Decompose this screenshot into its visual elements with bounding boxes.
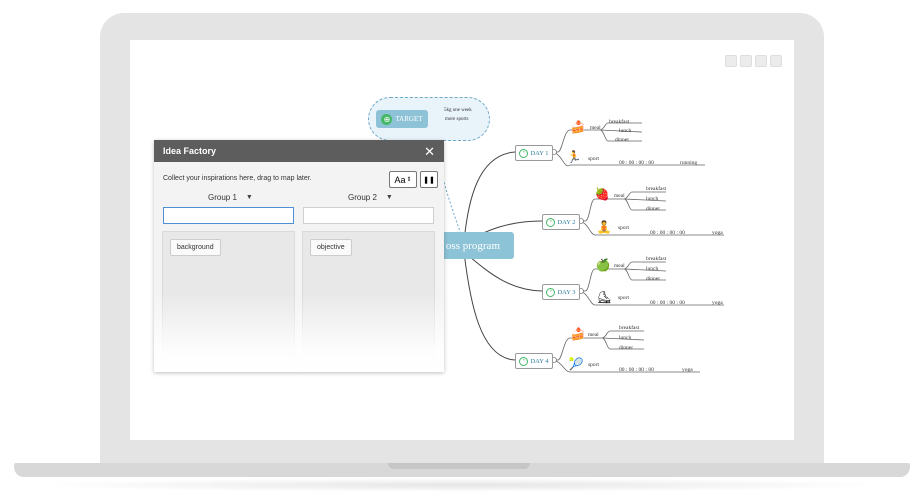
sport-label[interactable]: sport	[588, 156, 599, 162]
day-node-3[interactable]: + DAY 3	[542, 284, 580, 300]
font-size-button[interactable]: Aa ⇕	[389, 171, 417, 188]
group-2-input[interactable]	[303, 207, 434, 224]
activity-label[interactable]: running	[680, 160, 698, 166]
time-readout[interactable]: 00 : 00 : 00 : 00	[619, 367, 654, 373]
sport-label[interactable]: sport	[588, 362, 599, 368]
sport-label[interactable]: sport	[618, 295, 629, 301]
time-readout[interactable]: 00 : 00 : 00 : 00	[619, 160, 654, 166]
connector-day4	[463, 251, 516, 361]
plus-circle-icon: +	[546, 287, 556, 297]
laptop-notch	[388, 463, 530, 469]
yoga-mat-icon: 🧘	[596, 220, 612, 234]
roller-skate-icon: ⛸	[596, 290, 612, 304]
meal-item[interactable]: lunch	[646, 196, 659, 202]
caret-down-icon[interactable]: ▼	[385, 194, 393, 201]
font-button-label: Aa	[394, 174, 406, 185]
meal-label[interactable]: meal	[614, 193, 625, 199]
day-node-1[interactable]: + DAY 1	[515, 145, 553, 161]
meal-item[interactable]: breakfast	[619, 325, 640, 331]
plus-circle-icon: +	[519, 148, 529, 158]
tennis-racket-icon: 🎾	[568, 357, 584, 371]
idea-factory-header[interactable]: Idea Factory ✕	[154, 140, 444, 162]
day-label: DAY 2	[557, 218, 576, 226]
app-screen: ⊕ TARGET 5kg one week more sports oss pr…	[130, 40, 794, 440]
panel-hint: Collect your inspirations here, drag to …	[163, 175, 312, 182]
meal-label[interactable]: meal	[614, 263, 625, 269]
group-1-column[interactable]: background	[162, 231, 295, 372]
target-node[interactable]: ⊕ TARGET	[376, 110, 428, 128]
plus-circle-icon: +	[519, 356, 529, 366]
group-name: Group 2	[348, 193, 377, 202]
idea-chip[interactable]: background	[170, 239, 221, 256]
target-item[interactable]: 5kg one week	[444, 108, 472, 113]
meal-item[interactable]: breakfast	[609, 119, 630, 125]
day-label: DAY 3	[557, 288, 576, 296]
group-2-column[interactable]: objective	[302, 231, 435, 372]
pause-button[interactable]: ❚❚	[420, 171, 438, 188]
caret-down-icon[interactable]: ▼	[245, 194, 253, 201]
cake-icon: 🍰	[570, 120, 586, 134]
group-1-input[interactable]	[163, 207, 294, 224]
meal-item[interactable]: lunch	[646, 266, 659, 272]
treadmill-icon: 🏃	[566, 150, 582, 164]
central-topic[interactable]: oss program	[432, 232, 514, 259]
activity-label[interactable]: yoga	[712, 230, 723, 236]
group-header-1[interactable]: Group 1 ▼	[208, 193, 253, 202]
pause-icon: ❚❚	[423, 176, 435, 184]
day-node-4[interactable]: + DAY 4	[515, 353, 553, 369]
day-node-2[interactable]: + DAY 2	[542, 214, 580, 230]
meal-item[interactable]: dinner	[619, 345, 634, 351]
laptop-shadow	[30, 478, 894, 492]
meal-label[interactable]: meal	[590, 125, 601, 131]
day-label: DAY 4	[530, 357, 549, 365]
idea-factory-panel: Idea Factory ✕ Collect your inspirations…	[154, 140, 444, 372]
idea-chip[interactable]: objective	[310, 239, 352, 256]
group-header-2[interactable]: Group 2 ▼	[348, 193, 393, 202]
meal-item[interactable]: dinner	[646, 206, 661, 212]
panel-title: Idea Factory	[163, 146, 217, 156]
crosshair-icon: ⊕	[381, 113, 393, 125]
meal-item[interactable]: lunch	[619, 128, 632, 134]
window-button[interactable]	[725, 55, 737, 67]
window-button[interactable]	[740, 55, 752, 67]
time-readout[interactable]: 00 : 00 : 00 : 00	[650, 230, 685, 236]
window-controls	[725, 55, 782, 67]
activity-label[interactable]: yoga	[712, 300, 723, 306]
strawberry-icon: 🍓	[594, 187, 610, 201]
apple-icon: 🍏	[595, 258, 611, 272]
laptop-base	[14, 463, 910, 477]
sport-label[interactable]: sport	[618, 225, 629, 231]
window-button[interactable]	[770, 55, 782, 67]
time-readout[interactable]: 00 : 00 : 00 : 00	[650, 300, 685, 306]
meal-item[interactable]: breakfast	[646, 256, 667, 262]
day-label: DAY 1	[530, 149, 549, 157]
close-icon[interactable]: ✕	[424, 143, 435, 159]
activity-label[interactable]: yoga	[682, 367, 693, 373]
group-name: Group 1	[208, 193, 237, 202]
updown-icon: ⇕	[406, 177, 412, 183]
target-item[interactable]: more sports	[445, 117, 469, 122]
meal-item[interactable]: dinner	[646, 276, 661, 282]
target-label: TARGET	[395, 115, 423, 123]
meal-label[interactable]: meal	[588, 332, 599, 338]
plus-circle-icon: +	[546, 217, 556, 227]
window-button[interactable]	[755, 55, 767, 67]
connector-day1	[463, 151, 516, 243]
meal-item[interactable]: dinner	[615, 137, 630, 143]
meal-item[interactable]: breakfast	[646, 186, 667, 192]
meal-item[interactable]: lunch	[619, 335, 632, 341]
central-topic-label: oss program	[445, 239, 500, 252]
cake-icon: 🍰	[570, 327, 586, 341]
